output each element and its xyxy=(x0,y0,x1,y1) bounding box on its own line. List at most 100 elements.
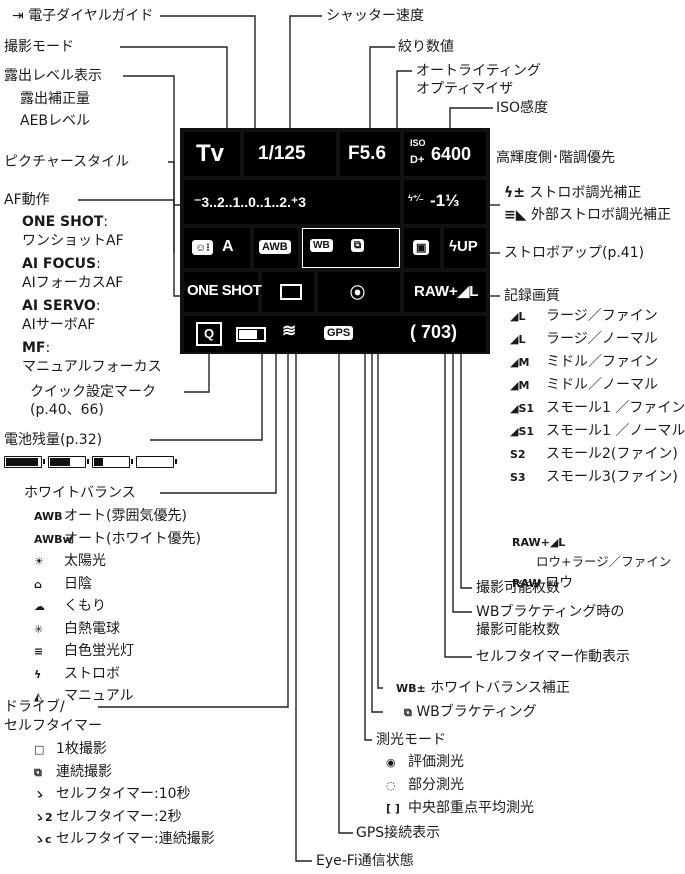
wb-item-label: ストロボ xyxy=(64,665,120,682)
metering-item: [ ]中央部重点平均測光 xyxy=(386,800,534,817)
iso-callout-label: ISO感度 xyxy=(496,100,549,116)
wb-item: ◭マニュアル xyxy=(34,688,134,705)
quality-raw-desc: ロウ xyxy=(545,575,574,591)
dial-guide-text: 電子ダイヤルガイド xyxy=(28,8,154,24)
wb-item-label: 日陰 xyxy=(64,575,92,592)
quality-item-icon: ◢S1 xyxy=(510,402,535,415)
wb-item: ✳白熱電球 xyxy=(34,621,120,638)
af-ai-focus-desc: AIフォーカスAF xyxy=(22,275,124,291)
quality-item-label: スモール2(ファイン) xyxy=(546,446,678,462)
flash-up-label: ストロボアップ(p.41) xyxy=(504,245,645,261)
dial-guide-icon: ⇥ xyxy=(12,8,24,24)
raw-icon: RAW xyxy=(512,577,541,590)
eyefi-icon: ≋ xyxy=(282,321,297,340)
wb-bracket-shots-2: 撮影可能枚数 xyxy=(476,622,560,638)
wb-item-label: 白色蛍光灯 xyxy=(64,643,134,659)
drive-item-icon: □ xyxy=(34,743,45,756)
self-timer-display-label: セルフタイマー作動表示 xyxy=(476,649,630,665)
metering-item-icon: ◉ xyxy=(386,756,396,769)
quality-item-label: ミドル／ノーマル xyxy=(546,377,658,393)
mode-label: 撮影モード xyxy=(4,39,74,55)
wb-item: AWBオート(雰囲気優先) xyxy=(34,508,187,525)
af-mf: MF: xyxy=(22,340,50,357)
quality-item-label: スモール3(ファイン) xyxy=(546,469,678,485)
iso-value: 6400 xyxy=(431,144,472,164)
metering-title: 測光モード xyxy=(376,732,446,748)
af-colon: : xyxy=(96,256,101,272)
quality-cell: RAW+◢L xyxy=(404,272,486,312)
af-title: AF動作 xyxy=(4,192,50,208)
flash-comp-icon: ϟ⁺⁄₋ xyxy=(408,193,424,203)
wb-item-label: 白熱電球 xyxy=(64,620,120,637)
wb-item-label: オート(ホワイト優先) xyxy=(64,530,201,547)
ext-flash-icon: ≡◣ xyxy=(504,207,527,223)
quality-item-label: ラージ／ファイン xyxy=(546,308,658,324)
shutter-cell: 1/125 xyxy=(244,132,336,176)
metering-cell: ⦿ xyxy=(318,272,400,312)
wb-value: AWB xyxy=(259,240,291,254)
af-mf-desc: マニュアルフォーカス xyxy=(22,359,162,375)
wb-item-icon: ☀ xyxy=(34,555,44,568)
quality-item-icon: S2 xyxy=(510,448,526,461)
quick-control-mark: Q xyxy=(196,322,222,346)
metering-item-icon: [ ] xyxy=(386,802,400,815)
wb-item-icon: ≡ xyxy=(34,645,44,658)
wb-item-label: マニュアル xyxy=(64,688,134,704)
battery-empty-icon xyxy=(136,456,177,468)
raw-plus-icon: RAW+◢L xyxy=(512,536,566,549)
gps-label: GPS接続表示 xyxy=(356,825,441,841)
quality-value: RAW+◢L xyxy=(414,283,479,300)
af-ai-servo-name: AI SERVO xyxy=(22,298,96,314)
battery-label: 電池残量(p.32) xyxy=(4,432,103,448)
ext-flash-comp-label: ≡◣ 外部ストロボ調光補正 xyxy=(504,207,671,224)
wb-shift-cell: WB ⧉ xyxy=(302,228,400,268)
drive-item-label: セルフタイマー:連続撮影 xyxy=(56,831,215,847)
iso-label: ISO xyxy=(410,138,426,148)
battery-indicator xyxy=(236,327,266,342)
quality-label: 記録画質 xyxy=(504,288,560,304)
quality-raw: RAW ロウ xyxy=(512,575,573,592)
quality-item-icon: ◢M xyxy=(510,379,530,392)
flash-comp-internal: ストロボ調光補正 xyxy=(529,185,642,201)
drive-item-icon: ゝ xyxy=(34,788,45,801)
drive-title-1: ドライブ/ xyxy=(4,699,65,715)
single-shot-icon xyxy=(280,284,302,300)
wb-item: ϟ ストロボ xyxy=(34,666,120,683)
metering-item-label: 部分測光 xyxy=(408,777,464,793)
drive-item: ゝセルフタイマー:10秒 xyxy=(34,786,191,803)
wb-item-icon: ϟ xyxy=(34,667,42,681)
wb-bracketing-text: WBブラケティング xyxy=(416,704,537,720)
battery-levels xyxy=(4,454,180,471)
drive-item-icon: ⧉ xyxy=(34,765,42,779)
af-ai-focus: AI FOCUS: xyxy=(22,256,101,273)
quality-item-icon: ◢S1 xyxy=(510,425,535,438)
wb-bracket-shots-1: WBブラケティング時の xyxy=(476,604,625,620)
drive-item-label: 1枚撮影 xyxy=(56,741,107,757)
lcd-panel: Tv 1/125 F5.6 ISO D+ 6400 ⁻3..2..1..0..1… xyxy=(180,128,490,354)
af-colon: : xyxy=(103,214,109,230)
flash-comp-cell: ϟ⁺⁄₋ -1⅓ xyxy=(404,180,486,224)
af-ai-servo: AI SERVO: xyxy=(22,298,101,315)
eyefi-label: Eye-Fi通信状態 xyxy=(316,853,414,869)
flash-comp-label: ϟ± ストロボ調光補正 xyxy=(504,185,641,202)
drive-item: ⧉ 連続撮影 xyxy=(34,764,112,781)
drive-cell xyxy=(262,272,314,312)
wb-item: ☁くもり xyxy=(34,598,106,615)
wb-item: ☀太陽光 xyxy=(34,553,106,570)
aperture-value: F5.6 xyxy=(348,143,387,164)
drive-item-label: 連続撮影 xyxy=(56,763,112,780)
wb-cell: AWB xyxy=(254,228,298,268)
aeb-label: AEBレベル xyxy=(20,113,91,129)
gps-indicator: GPS xyxy=(324,326,354,340)
wb-item-label: オート(雰囲気優先) xyxy=(64,508,187,524)
wb-item-icon: ⌂ xyxy=(34,577,42,591)
wb-correction-label: WB± ホワイトバランス補正 xyxy=(396,680,570,697)
